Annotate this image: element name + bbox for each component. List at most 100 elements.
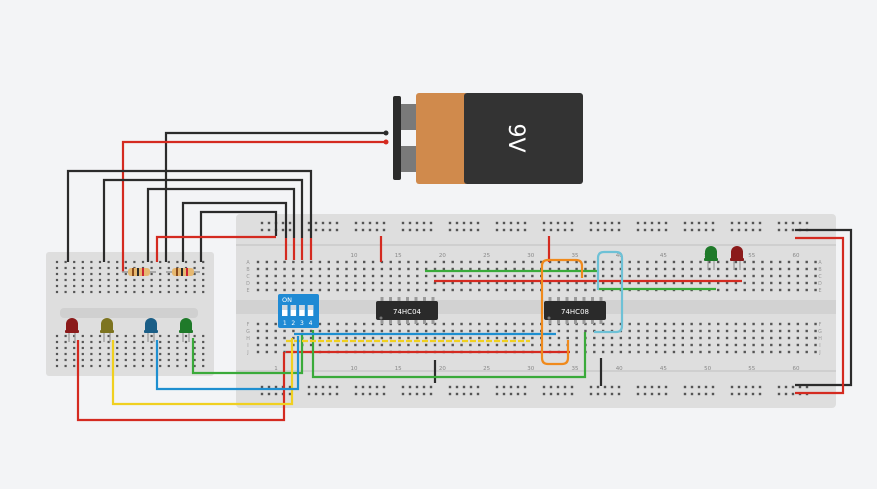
- hole[interactable]: [460, 260, 463, 264]
- hole[interactable]: [814, 329, 817, 333]
- hole[interactable]: [681, 343, 684, 347]
- hole[interactable]: [159, 278, 162, 282]
- hole[interactable]: [159, 260, 162, 264]
- hole[interactable]: [398, 260, 401, 264]
- hole[interactable]: [184, 364, 188, 368]
- hole[interactable]: [202, 284, 205, 288]
- hole[interactable]: [124, 364, 127, 368]
- hole[interactable]: [193, 290, 196, 294]
- rail-hole[interactable]: [556, 385, 560, 389]
- hole[interactable]: [90, 278, 93, 282]
- hole[interactable]: [327, 260, 330, 264]
- rail-hole[interactable]: [448, 385, 452, 389]
- hole[interactable]: [398, 329, 401, 333]
- hole[interactable]: [778, 350, 782, 354]
- hole[interactable]: [73, 272, 76, 276]
- hole[interactable]: [548, 281, 552, 285]
- hole[interactable]: [628, 281, 631, 285]
- hole[interactable]: [256, 288, 260, 292]
- rail-hole[interactable]: [260, 392, 264, 396]
- hole[interactable]: [655, 267, 658, 271]
- hole[interactable]: [663, 267, 667, 271]
- hole[interactable]: [265, 329, 269, 333]
- hole[interactable]: [690, 350, 693, 354]
- hole[interactable]: [90, 266, 93, 270]
- hole[interactable]: [460, 343, 463, 347]
- rail-hole[interactable]: [617, 221, 621, 225]
- hole[interactable]: [90, 358, 93, 362]
- hole[interactable]: [73, 278, 76, 282]
- hole[interactable]: [522, 288, 525, 292]
- hole[interactable]: [389, 288, 392, 292]
- rail-hole[interactable]: [704, 392, 708, 396]
- hole[interactable]: [345, 322, 348, 326]
- hole[interactable]: [64, 284, 67, 288]
- hole[interactable]: [398, 343, 401, 347]
- hole[interactable]: [761, 281, 764, 285]
- hole[interactable]: [601, 281, 605, 285]
- hole[interactable]: [690, 267, 693, 271]
- hole[interactable]: [283, 329, 286, 333]
- hole[interactable]: [655, 274, 658, 278]
- hole[interactable]: [407, 329, 410, 333]
- hole[interactable]: [193, 266, 196, 270]
- rail-hole[interactable]: [798, 385, 802, 389]
- rail-hole[interactable]: [382, 221, 386, 225]
- hole[interactable]: [309, 336, 313, 340]
- hole[interactable]: [141, 290, 145, 294]
- hole[interactable]: [495, 281, 499, 285]
- hole[interactable]: [610, 350, 614, 354]
- rail-hole[interactable]: [321, 221, 325, 225]
- hole[interactable]: [681, 336, 684, 340]
- hole[interactable]: [442, 281, 446, 285]
- rail-hole[interactable]: [462, 221, 466, 225]
- hole[interactable]: [116, 290, 119, 294]
- hole[interactable]: [90, 334, 93, 338]
- hole[interactable]: [442, 274, 446, 278]
- hole[interactable]: [486, 288, 490, 292]
- hole[interactable]: [345, 288, 348, 292]
- hole[interactable]: [557, 274, 561, 278]
- hole[interactable]: [504, 322, 507, 326]
- hole[interactable]: [64, 340, 67, 344]
- hole[interactable]: [98, 266, 102, 270]
- hole[interactable]: [566, 329, 569, 333]
- dip-toggle[interactable]: [307, 305, 314, 316]
- hole[interactable]: [531, 343, 534, 347]
- hole[interactable]: [309, 288, 313, 292]
- hole[interactable]: [725, 288, 729, 292]
- hole[interactable]: [699, 267, 702, 271]
- hole[interactable]: [318, 267, 322, 271]
- hole[interactable]: [55, 334, 59, 338]
- hole[interactable]: [619, 336, 623, 340]
- rail-hole[interactable]: [570, 221, 574, 225]
- hole[interactable]: [566, 288, 569, 292]
- hole[interactable]: [274, 260, 277, 264]
- hole[interactable]: [469, 260, 472, 264]
- hole[interactable]: [451, 274, 454, 278]
- hole[interactable]: [451, 260, 454, 264]
- hole[interactable]: [566, 267, 569, 271]
- hole[interactable]: [167, 346, 170, 350]
- hole[interactable]: [814, 260, 817, 264]
- hole[interactable]: [256, 329, 260, 333]
- rail-hole[interactable]: [401, 221, 405, 225]
- hole[interactable]: [389, 343, 392, 347]
- hole[interactable]: [663, 322, 667, 326]
- hole[interactable]: [354, 322, 357, 326]
- rail-hole[interactable]: [603, 228, 607, 232]
- hole[interactable]: [743, 288, 746, 292]
- hole[interactable]: [486, 336, 490, 340]
- hole[interactable]: [318, 260, 322, 264]
- hole[interactable]: [663, 350, 667, 354]
- rail-hole[interactable]: [408, 392, 412, 396]
- rail-hole[interactable]: [751, 228, 755, 232]
- resistor[interactable]: [166, 268, 200, 276]
- hole[interactable]: [336, 288, 339, 292]
- hole[interactable]: [141, 334, 145, 338]
- hole[interactable]: [646, 329, 649, 333]
- rail-hole[interactable]: [737, 221, 741, 225]
- hole[interactable]: [64, 364, 67, 368]
- rail-hole[interactable]: [523, 385, 527, 389]
- rail-hole[interactable]: [274, 392, 278, 396]
